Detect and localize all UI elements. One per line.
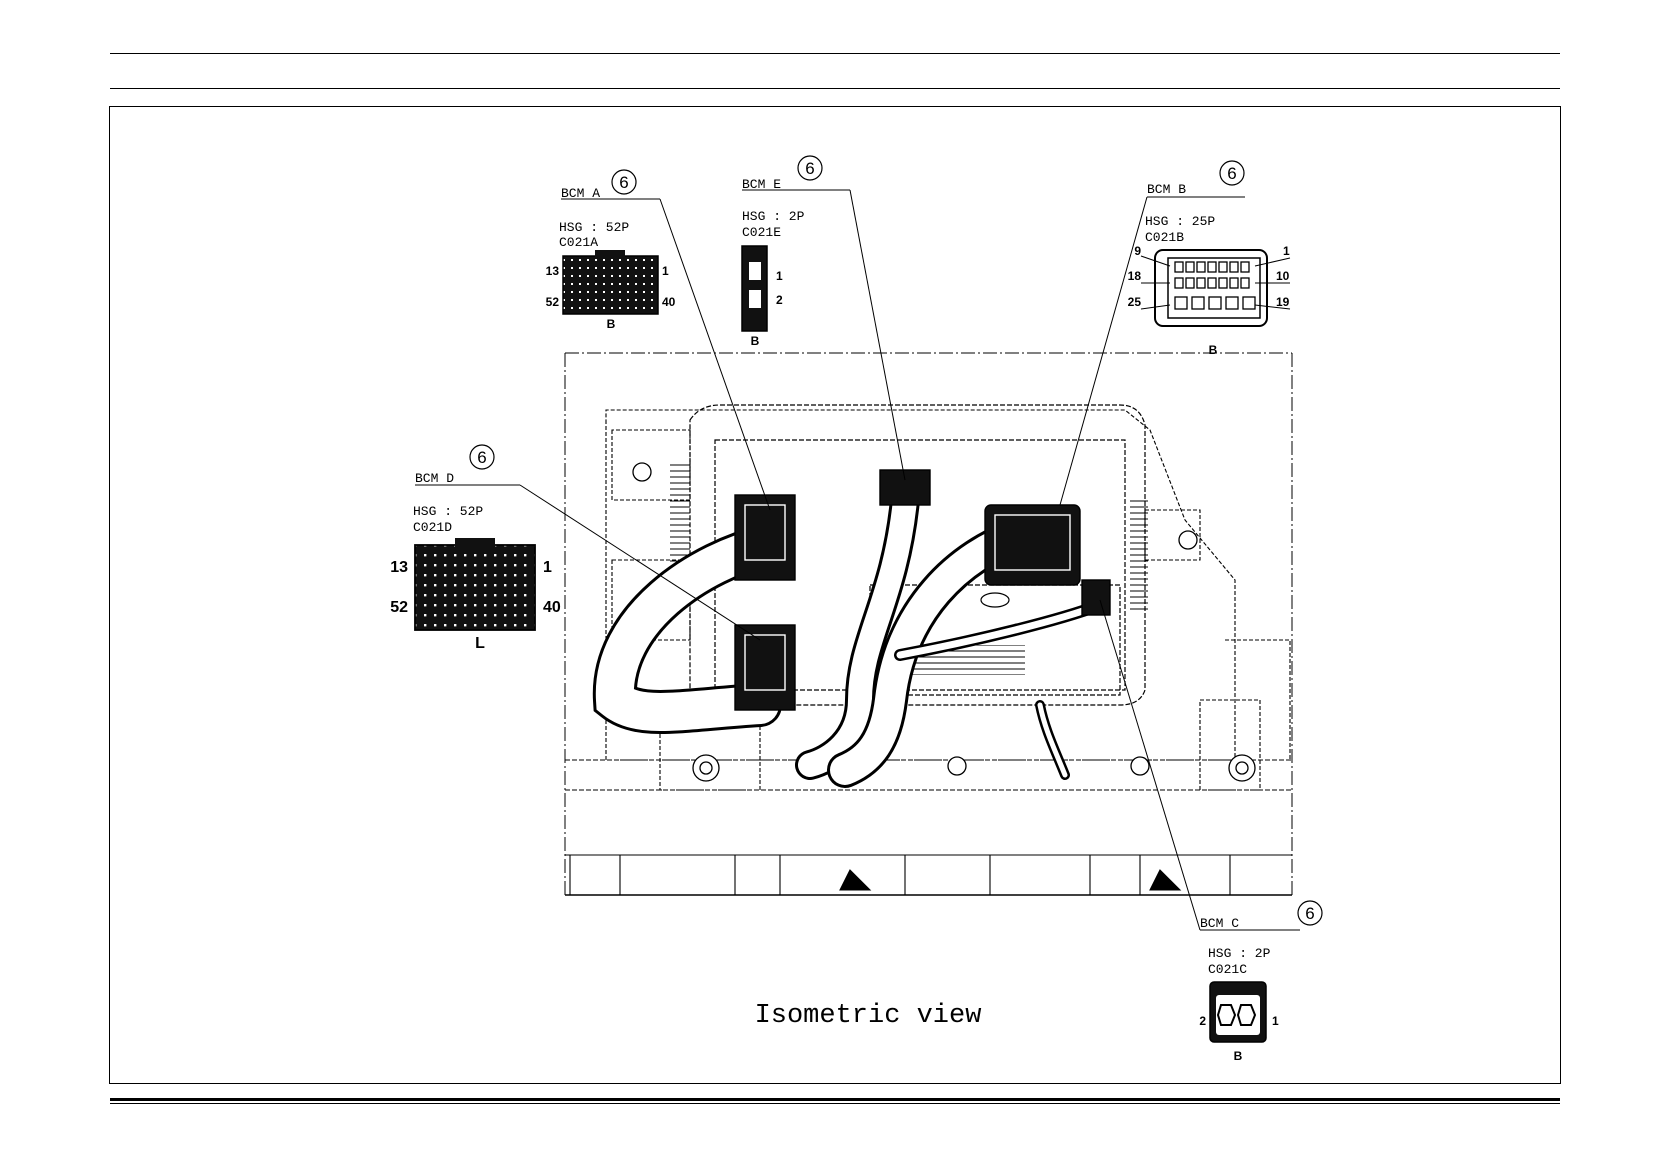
view-boundary: [564, 352, 1293, 895]
connector-label: BCM A: [561, 186, 600, 201]
view-boundary-marker: B: [1209, 343, 1218, 357]
footer-rule-thick: [110, 1098, 1560, 1101]
connector-face: [562, 255, 659, 315]
diagram-frame: [109, 106, 1561, 1084]
module-logo: [980, 592, 1010, 608]
pin-number: 40: [662, 295, 676, 309]
connector-latch: [455, 538, 495, 547]
bottom-rail: [565, 759, 1292, 896]
callout-circle: [469, 444, 495, 470]
pin-number: 18: [1128, 269, 1142, 283]
pin-number: 1: [776, 269, 783, 283]
callout-circle: [1297, 900, 1323, 926]
connector-detail-bcm-a: BCM A 6 HSG : 52P C021A 13 1 52 40 B: [546, 169, 676, 331]
callout-circle: [797, 155, 823, 181]
housing-spec: HSG : 25P: [1145, 214, 1215, 229]
header-rule-top: [110, 53, 1560, 55]
mated-connectors: [734, 469, 1111, 711]
mated-connector-bcm-c: [1081, 579, 1111, 616]
connector-label: BCM E: [742, 177, 781, 192]
housing-spec: HSG : 52P: [413, 504, 483, 519]
pin-number: 1: [543, 559, 552, 576]
connector-code: C021A: [559, 235, 598, 250]
connector-color: L: [475, 635, 485, 652]
connector-color: B: [1234, 1049, 1243, 1063]
vent-grille-right: [1130, 500, 1148, 610]
callout-number: 6: [805, 159, 814, 178]
pin-number: 13: [390, 559, 408, 576]
pin-number: 19: [1276, 295, 1290, 309]
pin-number: 1: [1272, 1014, 1279, 1028]
pin-number: 1: [1283, 244, 1290, 258]
pin-number: 52: [546, 295, 560, 309]
housing-spec: HSG : 2P: [1208, 946, 1271, 961]
mated-connector-bcm-a: [734, 494, 796, 581]
pin-number: 2: [776, 293, 783, 307]
pin-number: 13: [546, 264, 560, 278]
bcm-assembly-view: B: [564, 343, 1293, 896]
connector-code: C021E: [742, 225, 781, 240]
leader-lines: [415, 189, 1300, 931]
footer-rule-thin: [110, 1103, 1560, 1105]
pin-number: 2: [1199, 1014, 1206, 1028]
callout-number: 6: [1227, 164, 1236, 183]
pin-number: 25: [1128, 295, 1142, 309]
vent-grille-left: [670, 460, 690, 580]
connector-detail-bcm-b: BCM B 6 HSG : 25P C021B 9 1 18 10 25 19: [1128, 160, 1291, 327]
connector-color: B: [751, 334, 760, 348]
callout-circle: [611, 169, 637, 195]
pin-number: 52: [390, 599, 408, 616]
connector-label: BCM D: [415, 471, 454, 486]
connector-code: C021B: [1145, 230, 1184, 245]
callout-circle: [1219, 160, 1245, 186]
mated-connector-bcm-d: [734, 624, 796, 711]
connector-code: C021D: [413, 520, 452, 535]
connector-detail-bcm-c: BCM C 6 HSG : 2P C021C 2 1 B: [1199, 900, 1323, 1063]
pin-number: 9: [1134, 244, 1141, 258]
callout-number: 6: [619, 173, 628, 192]
header-rule-bottom: [110, 88, 1560, 90]
pin-number: 1: [662, 264, 669, 278]
mated-connector-bcm-b: [984, 504, 1081, 586]
view-caption: Isometric view: [755, 1001, 982, 1031]
connector-face: [741, 245, 768, 332]
pin-cavity-grid: [1174, 261, 1256, 310]
connector-label: BCM C: [1200, 916, 1239, 931]
mounting-nut-icons: [632, 462, 1256, 782]
connector-detail-bcm-e: BCM E 6 HSG : 2P C021E 1 2 B: [741, 155, 823, 348]
callout-number: 6: [1305, 904, 1314, 923]
connector-detail-bcm-d: BCM D 6 HSG : 52P C021D 13 1 52 40 L: [390, 444, 561, 652]
connector-label: BCM B: [1147, 182, 1186, 197]
callout-number: 6: [477, 448, 486, 467]
housing-spec: HSG : 2P: [742, 209, 805, 224]
mated-connector-bcm-e: [879, 469, 931, 506]
connector-latch: [595, 250, 625, 258]
connector-color: B: [607, 317, 616, 331]
connector-face: [414, 544, 536, 631]
housing-spec: HSG : 52P: [559, 220, 629, 235]
pin-number: 10: [1276, 269, 1290, 283]
pin-number: 40: [543, 599, 561, 616]
connector-code: C021C: [1208, 962, 1247, 977]
